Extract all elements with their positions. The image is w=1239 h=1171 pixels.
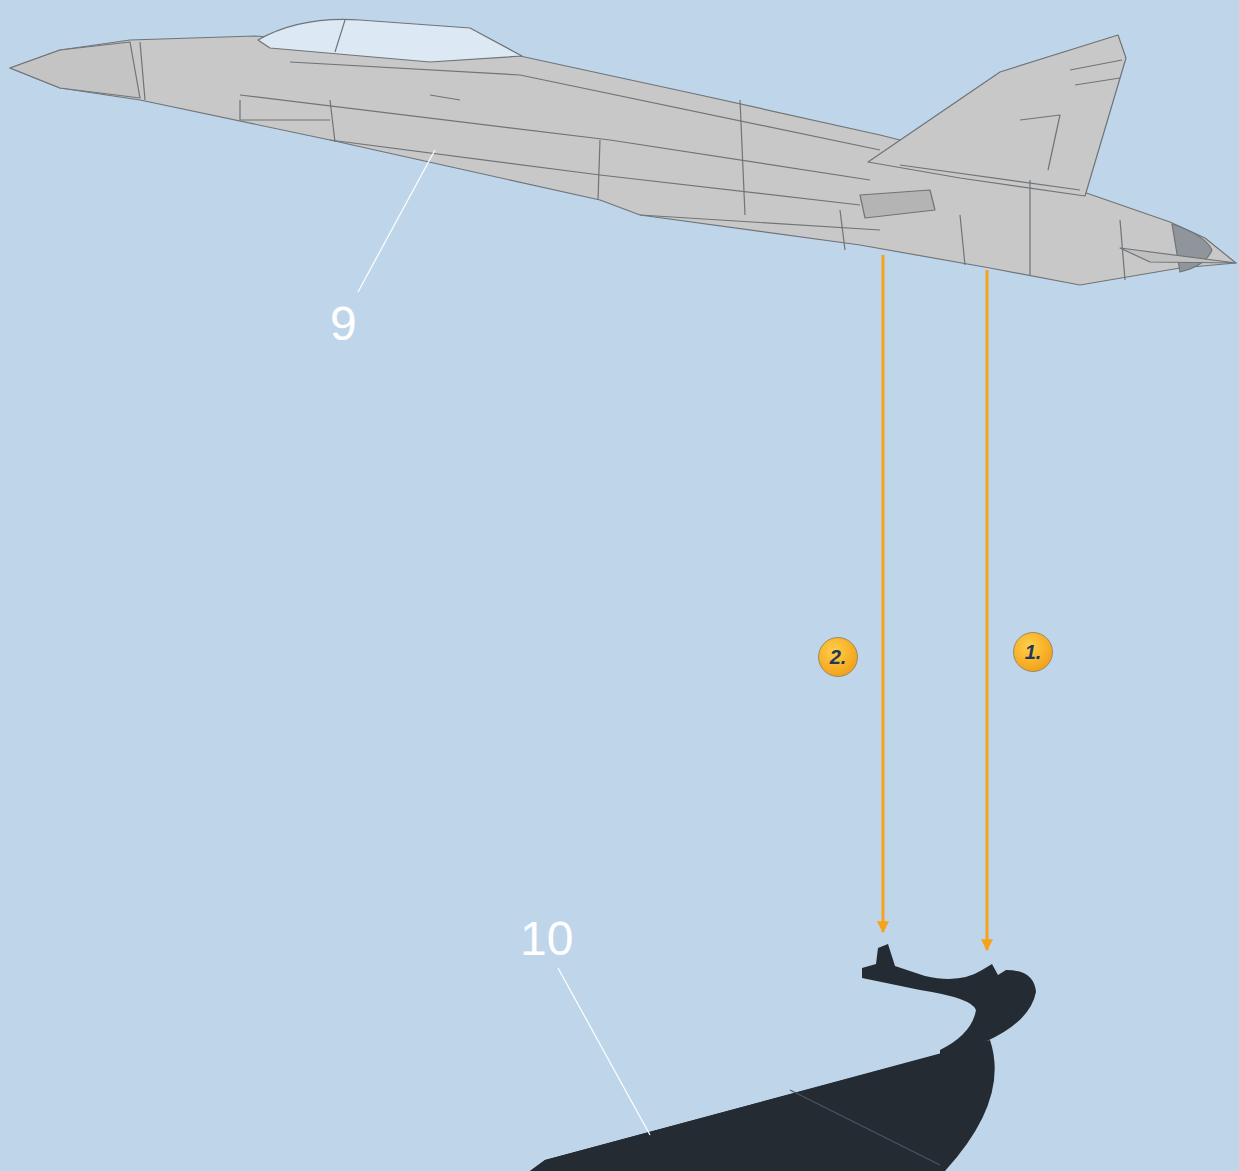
stand-seam bbox=[790, 1090, 940, 1165]
fuselage bbox=[10, 36, 1236, 285]
stand bbox=[530, 944, 1036, 1171]
stabilator bbox=[1120, 248, 1236, 263]
callout-number: 9 bbox=[330, 300, 357, 348]
vertical-tail bbox=[868, 35, 1126, 196]
nose bbox=[10, 42, 140, 98]
attach-arrow bbox=[882, 255, 885, 932]
step-badge: 2. bbox=[818, 637, 858, 677]
canopy bbox=[258, 19, 522, 62]
tail-detail bbox=[900, 60, 1122, 190]
jet bbox=[10, 19, 1236, 285]
intake bbox=[860, 190, 935, 218]
step-badge: 1. bbox=[1013, 632, 1053, 672]
step-number: 1. bbox=[1025, 641, 1042, 664]
exhaust bbox=[1172, 224, 1212, 272]
stand-base bbox=[530, 1040, 995, 1171]
leader-line bbox=[558, 968, 650, 1135]
step-number: 2. bbox=[830, 646, 847, 669]
panel-lines bbox=[140, 42, 1125, 280]
callout-number: 10 bbox=[520, 915, 573, 963]
attach-arrow bbox=[986, 270, 989, 950]
leader-line bbox=[358, 150, 435, 292]
canopy-frame bbox=[335, 20, 345, 52]
wing-strake bbox=[240, 62, 880, 230]
